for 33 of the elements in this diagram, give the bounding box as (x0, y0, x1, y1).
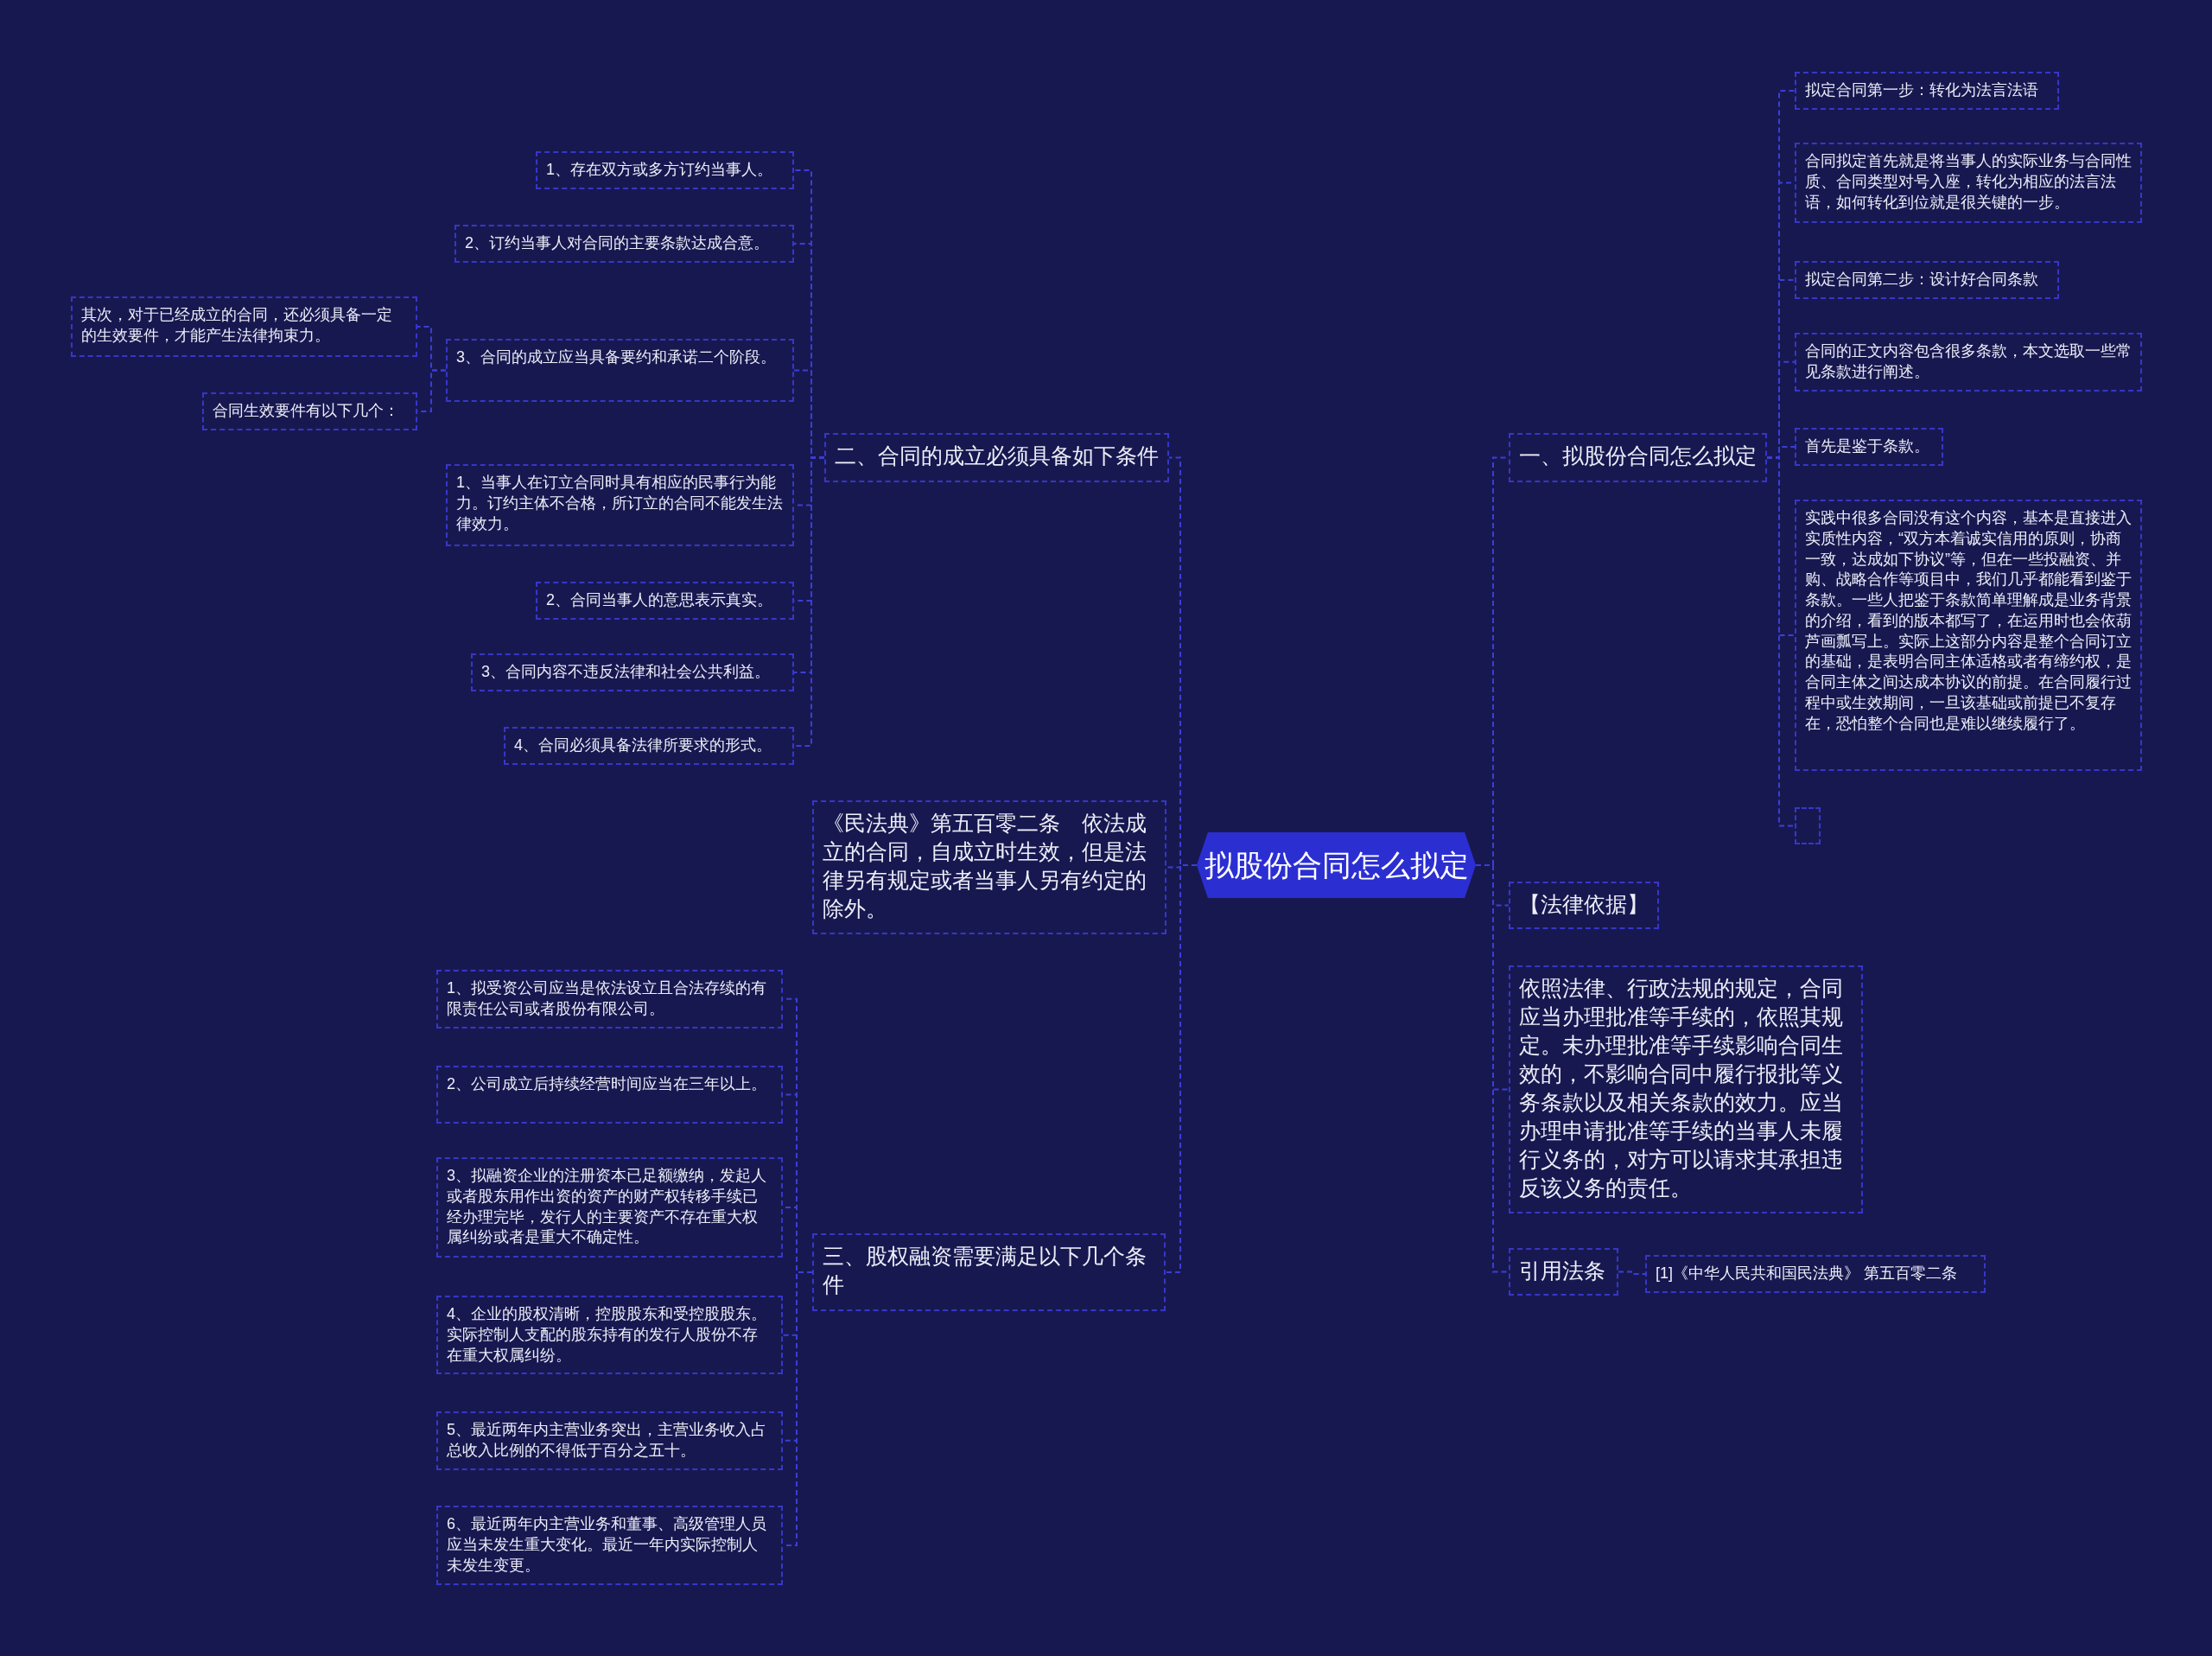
topic-box: 三、股权融资需要满足以下几个条件 (812, 1233, 1166, 1311)
note-box: 1、存在双方或多方订约当事人。 (536, 151, 794, 189)
topic-box: 二、合同的成立必须具备如下条件 (824, 433, 1169, 482)
note-box: 实践中很多合同没有这个内容，基本是直接进入实质性内容，“双方本着诚实信用的原则，协商一致，达成如下协议”等，但在一些投融资、并购、战略合作等项目中，我们几乎都能看到鉴于条款。一些人把鉴于条款简单理解成是业务背景的介绍，看到的版本都写了，在运用时也会依葫芦画瓢写上。实际上这部分内容是整个合同订立的基础，是表明合同主体适格或者有缔约权，是合同主体之间达成本协议的前提。在合同履行过程中或生效期间，一旦该基础或前提已不复存在，恐怕整个合同也是难以继续履行了。 (1795, 500, 2142, 771)
topic-box: 依照法律、行政法规的规定，合同应当办理批准等手续的，依照其规定。未办理批准等手续影响合同生效的，不影响合同中履行报批等义务条款以及相关条款的效力。应当办理申请批准等手续的当事人未履行义务的，对方可以请求其承担违反该义务的责任。 (1509, 965, 1863, 1213)
note-box: 2、合同当事人的意思表示真实。 (536, 582, 794, 620)
topic-box: 引用法条 (1509, 1248, 1618, 1296)
note-box: 3、合同的成立应当具备要约和承诺二个阶段。 (446, 339, 794, 402)
note-box: 4、企业的股权清晰，控股股东和受控股股东。实际控制人支配的股东持有的发行人股份不存在重大权属纠纷。 (436, 1296, 783, 1375)
note-box: 2、公司成立后持续经营时间应当在三年以上。 (436, 1066, 783, 1124)
note-box: 4、合同必须具备法律所要求的形式。 (504, 727, 794, 765)
note-box: 合同的正文内容包含很多条款，本文选取一些常见条款进行阐述。 (1795, 333, 2142, 392)
note-box: 拟定合同第一步：转化为法言法语 (1795, 72, 2059, 110)
note-box: [1]《中华人民共和国民法典》 第五百零二条 (1645, 1255, 1986, 1293)
note-box: 5、最近两年内主营业务突出，主营业务收入占总收入比例的不得低于百分之五十。 (436, 1411, 783, 1470)
note-box: 其次，对于已经成立的合同，还必须具备一定的生效要件，才能产生法律拘束力。 (71, 296, 417, 357)
note-box: 拟定合同第二步：设计好合同条款 (1795, 261, 2059, 299)
note-box: 3、拟融资企业的注册资本已足额缴纳，发起人或者股东用作出资的资产的财产权转移手续已经办理完毕，发行人的主要资产不存在重大权属纠纷或者是重大不确定性。 (436, 1157, 783, 1258)
empty-box (1795, 807, 1821, 844)
topic-box: 《民法典》第五百零二条 依法成立的合同，自成立时生效，但是法律另有规定或者当事人另有约定的除外。 (812, 800, 1166, 934)
connector-line (793, 456, 825, 747)
topic-box: 【法律依据】 (1509, 882, 1659, 929)
note-box: 首先是鉴于条款。 (1795, 428, 1943, 466)
note-box: 合同拟定首先就是将当事人的实际业务与合同性质、合同类型对号入座，转化为相应的法言法语，如何转化到位就是很关键的一步。 (1795, 143, 2142, 223)
note-box: 1、拟受资公司应当是依法设立且合法存续的有限责任公司或者股份有限公司。 (436, 970, 783, 1029)
note-box: 3、合同内容不违反法律和社会公共利益。 (471, 653, 794, 691)
topic-box: 一、拟股份合同怎么拟定 (1509, 433, 1767, 482)
connector-line (1618, 1271, 1646, 1275)
note-box: 6、最近两年内主营业务和董事、高级管理人员应当未发生重大变化。最近一年内实际控制人未发生变更。 (436, 1506, 783, 1585)
note-box: 2、订约当事人对合同的主要条款达成合意。 (454, 225, 794, 263)
note-box: 1、当事人在订立合同时具有相应的民事行为能力。订约主体不合格，所订立的合同不能发生法律效力。 (446, 464, 794, 546)
central-topic: 拟股份合同怎么拟定 (1197, 832, 1476, 898)
note-box: 合同生效要件有以下几个： (202, 392, 417, 430)
